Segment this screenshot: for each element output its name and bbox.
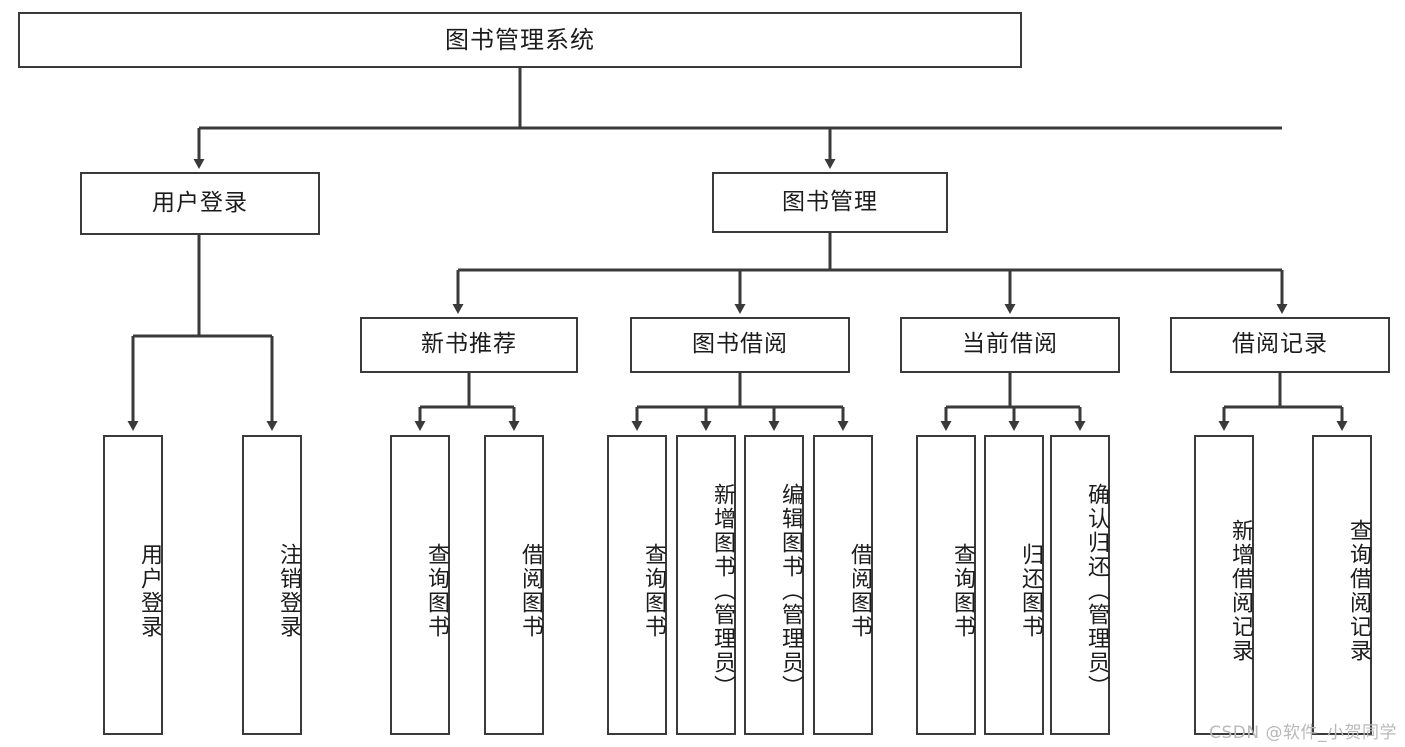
node-label: 借阅图书 [518, 543, 543, 639]
node-label: 借阅图书 [847, 543, 872, 639]
leaf-query-book-borrow[interactable]: 查询图书 [607, 435, 667, 735]
node-label: 新书推荐 [421, 331, 517, 358]
node-label: 查询图书 [424, 543, 449, 639]
node-label: 借阅记录 [1232, 331, 1328, 358]
leaf-query-book-recommend[interactable]: 查询图书 [390, 435, 450, 735]
node-label: 归还图书 [1018, 543, 1043, 639]
leaf-add-book-admin[interactable]: 新增图书（管理员） [676, 435, 736, 735]
leaf-borrow-book[interactable]: 借阅图书 [813, 435, 873, 735]
leaf-edit-book-admin[interactable]: 编辑图书（管理员） [744, 435, 804, 735]
node-label: 图书借阅 [692, 331, 788, 358]
node-label: 当前借阅 [962, 331, 1058, 358]
node-label: 图书管理系统 [445, 25, 595, 54]
leaf-add-borrow-record[interactable]: 新增借阅记录 [1194, 435, 1254, 735]
leaf-confirm-return-admin[interactable]: 确认归还（管理员） [1050, 435, 1110, 735]
node-label: 查询图书 [950, 543, 975, 639]
node-label: 用户登录 [137, 543, 162, 639]
node-label: 新增图书（管理员） [710, 483, 735, 699]
watermark-text: CSDN @软件_小贺同学 [1209, 723, 1397, 743]
node-label: 编辑图书（管理员） [778, 483, 803, 699]
leaf-query-book-current[interactable]: 查询图书 [916, 435, 976, 735]
node-root-system[interactable]: 图书管理系统 [18, 12, 1022, 68]
node-label: 查询借阅记录 [1346, 519, 1371, 663]
leaf-logout[interactable]: 注销登录 [242, 435, 302, 735]
leaf-borrow-book-recommend[interactable]: 借阅图书 [484, 435, 544, 735]
leaf-return-book[interactable]: 归还图书 [984, 435, 1044, 735]
node-new-book-recommend[interactable]: 新书推荐 [360, 317, 578, 373]
node-label: 用户登录 [152, 189, 248, 216]
node-user-login[interactable]: 用户登录 [80, 172, 320, 235]
leaf-query-borrow-record[interactable]: 查询借阅记录 [1312, 435, 1372, 735]
node-label: 确认归还（管理员） [1084, 483, 1109, 699]
node-label: 查询图书 [641, 543, 666, 639]
node-label: 新增借阅记录 [1228, 519, 1253, 663]
node-current-borrow[interactable]: 当前借阅 [900, 317, 1120, 373]
node-label: 图书管理 [782, 188, 878, 215]
node-borrow-record[interactable]: 借阅记录 [1170, 317, 1390, 373]
node-label: 注销登录 [276, 543, 301, 639]
node-book-management[interactable]: 图书管理 [712, 172, 948, 233]
node-book-borrow[interactable]: 图书借阅 [630, 317, 850, 373]
leaf-user-login[interactable]: 用户登录 [103, 435, 163, 735]
